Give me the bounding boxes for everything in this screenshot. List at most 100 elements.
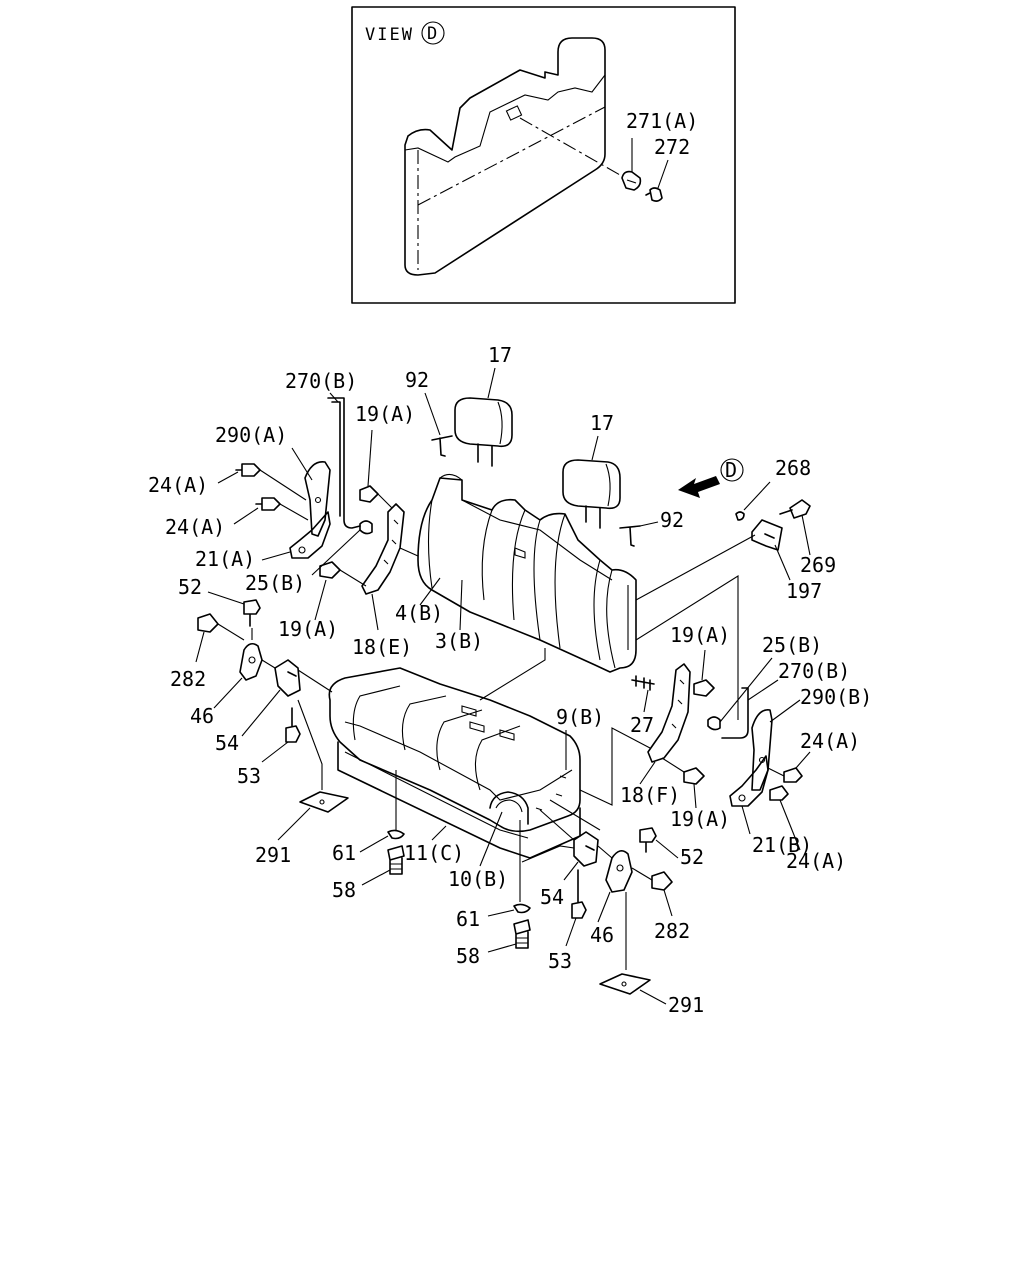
- bolt-24a-right-top: [783, 767, 803, 783]
- label-53-left: 53: [237, 764, 261, 788]
- seat-cushion-assembly: [328, 667, 581, 859]
- label-282-right: 282: [654, 919, 690, 943]
- headrest-right: [562, 459, 621, 529]
- leader-272: [657, 159, 669, 189]
- bushing-25b-right: [707, 716, 721, 731]
- label-291-right: 291: [668, 993, 704, 1017]
- plate-291-right: [599, 973, 651, 995]
- bolt-269: [779, 499, 811, 519]
- label-92-left: 92: [405, 368, 429, 392]
- label-24a-right-top: 24(A): [800, 729, 860, 753]
- part-268: [735, 511, 745, 521]
- label-25b-left: 25(B): [245, 571, 305, 595]
- label-19a-right-top: 19(A): [670, 623, 730, 647]
- bolt-24a-left-top: [235, 463, 261, 477]
- plate-290a: [304, 461, 331, 537]
- label-24a-left-bottom: 24(A): [165, 515, 225, 539]
- label-92-right: 92: [660, 508, 684, 532]
- label-291-left: 291: [255, 843, 291, 867]
- label-11c: 11(C): [404, 841, 464, 865]
- label-54-left: 54: [215, 731, 239, 755]
- bolt-24a-left-bottom: [255, 497, 281, 511]
- label-270b-left: 270(B): [285, 369, 357, 393]
- label-271a: 271(A): [626, 109, 698, 133]
- bolt-19a-left-top: [359, 485, 379, 503]
- plate-291-left: [299, 791, 349, 813]
- rear-latch-slot: [505, 105, 523, 121]
- svg-text:D: D: [725, 458, 737, 482]
- label-272: 272: [654, 135, 690, 159]
- guide-92-left: [431, 435, 453, 457]
- label-19a-left-top: 19(A): [355, 402, 415, 426]
- label-9b: 9(B): [556, 705, 604, 729]
- plate-290b: [751, 709, 773, 791]
- seat-back-rear-top-edge: [404, 74, 606, 163]
- bolt-53-left: [285, 707, 301, 743]
- inset-view-circle: [421, 21, 445, 45]
- bolt-19a-right-top: [693, 679, 715, 697]
- label-19a-right-bottom: 19(A): [670, 807, 730, 831]
- bracket-197: [751, 519, 783, 551]
- label-282-left: 282: [170, 667, 206, 691]
- label-17-left: 17: [488, 343, 512, 367]
- label-19a-left-bottom: 19(A): [278, 617, 338, 641]
- label-21b: 21(B): [752, 833, 812, 857]
- label-18e: 18(E): [352, 635, 412, 659]
- label-54-right: 54: [540, 885, 564, 909]
- label-27: 27: [630, 713, 654, 737]
- seat-back-assembly: [417, 473, 637, 673]
- bracket-46-right: [605, 850, 633, 893]
- bolt-282-right: [651, 871, 673, 891]
- bolt-24a-right-bottom: [769, 785, 789, 801]
- hinge-18f: [647, 663, 691, 763]
- pin-27: [631, 675, 655, 691]
- latch-leader-dash: [519, 117, 621, 176]
- view-d-arrow: D: [678, 458, 744, 498]
- rod-270b-left: [327, 397, 361, 529]
- label-17-right: 17: [590, 411, 614, 435]
- label-52-right: 52: [680, 845, 704, 869]
- bracket-21b: [729, 755, 769, 807]
- inset-view-mark: D: [427, 24, 439, 44]
- label-197: 197: [786, 579, 822, 603]
- label-46-left: 46: [190, 704, 214, 728]
- headrest-left: [454, 397, 513, 467]
- inset-title: VIEW: [365, 25, 414, 45]
- label-270b-right: 270(B): [778, 659, 850, 683]
- label-268: 268: [775, 456, 811, 480]
- label-18f: 18(F): [620, 783, 680, 807]
- bushing-25b-left: [359, 520, 373, 535]
- bolt-52-left: [243, 599, 261, 627]
- label-58-left: 58: [332, 878, 356, 902]
- screw-272: [645, 187, 663, 202]
- bracket-46-left: [239, 642, 263, 681]
- guide-92-right: [619, 525, 641, 547]
- hinge-18e: [361, 503, 405, 595]
- seat-back-rear-fold: [417, 106, 606, 206]
- label-4b: 4(B): [395, 601, 443, 625]
- bolt-19a-left-bottom: [319, 561, 341, 579]
- bracket-54-right: [573, 831, 599, 867]
- bolt-58-left: [387, 845, 405, 875]
- label-53-right: 53: [548, 949, 572, 973]
- washer-61-right: [513, 903, 531, 914]
- label-24a-right-bottom: 24(A): [786, 849, 846, 873]
- label-290a: 290(A): [215, 423, 287, 447]
- label-290b: 290(B): [800, 685, 872, 709]
- label-25b-right: 25(B): [762, 633, 822, 657]
- washer-61-left: [387, 829, 405, 840]
- inset-frame: [351, 6, 736, 304]
- bracket-54-left: [274, 659, 301, 697]
- label-46-right: 46: [590, 923, 614, 947]
- label-3b: 3(B): [435, 629, 483, 653]
- seat-back-rear-outline: [404, 37, 606, 276]
- clip-271a: [621, 170, 642, 191]
- label-21a: 21(A): [195, 547, 255, 571]
- bolt-52-right: [639, 827, 657, 853]
- label-58-right: 58: [456, 944, 480, 968]
- label-61-right: 61: [456, 907, 480, 931]
- label-52-left: 52: [178, 575, 202, 599]
- clip-271a-inner: [626, 179, 637, 184]
- bolt-58-right: [513, 919, 531, 949]
